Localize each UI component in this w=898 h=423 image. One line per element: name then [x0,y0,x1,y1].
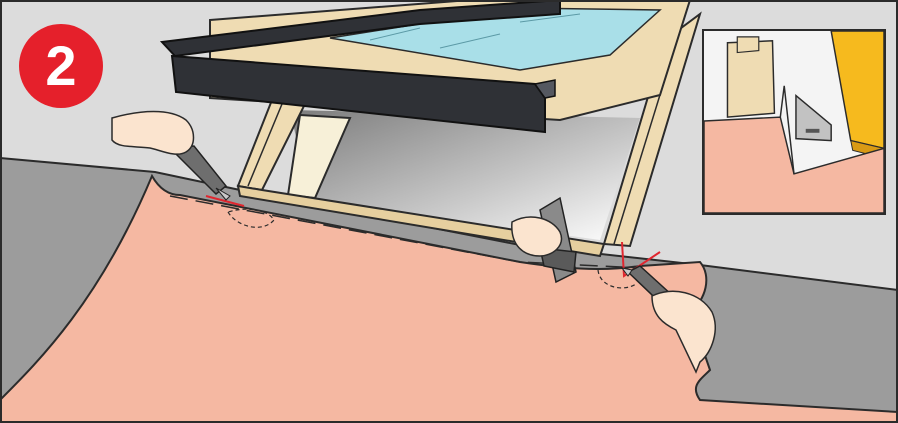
step-number-badge: 2 [19,24,103,108]
corner-detail-drawing [704,31,884,213]
detail-inset [702,29,886,215]
step-number: 2 [45,34,76,97]
frame-corner-block [727,41,774,117]
